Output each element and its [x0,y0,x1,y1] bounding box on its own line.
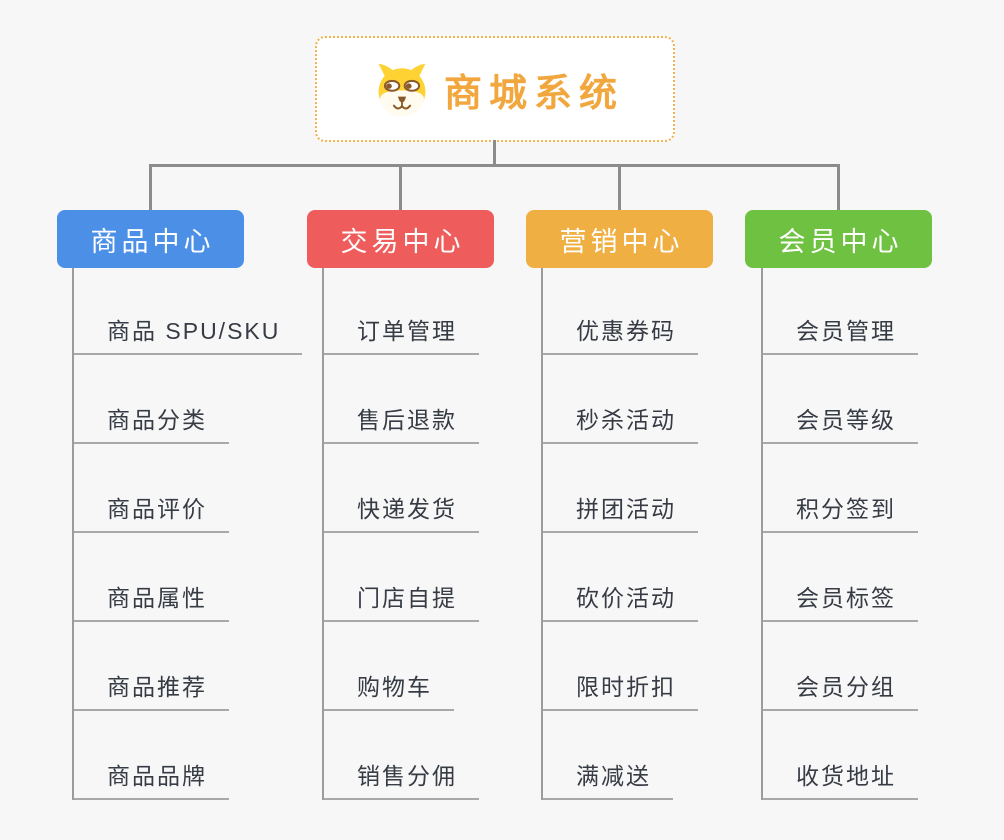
leaf-label: 砍价活动 [543,579,698,622]
dog-mascot-icon [378,63,426,116]
leaf-topic[interactable]: 购物车 [324,622,479,711]
leaf-topic[interactable]: 会员等级 [763,355,918,444]
leaf-label: 秒杀活动 [543,401,698,444]
connector-drop-marketing [618,166,621,212]
leaf-label: 快递发货 [324,490,479,533]
leaf-label: 商品属性 [74,579,229,622]
leaf-label: 商品评价 [74,490,229,533]
leaf-topic[interactable]: 商品评价 [74,444,302,533]
branch-label: 会员中心 [778,226,903,257]
branch-label: 交易中心 [340,226,465,257]
leaf-column-member-center: 会员管理 会员等级 积分签到 会员标签 会员分组 收货地址 [761,268,918,800]
branch-node-product-center[interactable]: 商品中心 [57,210,244,268]
connector-drop-trade [399,166,402,212]
leaf-topic[interactable]: 积分签到 [763,444,918,533]
leaf-topic[interactable]: 秒杀活动 [543,355,698,444]
leaf-label: 收货地址 [763,757,918,800]
leaf-topic[interactable]: 拼团活动 [543,444,698,533]
root-topic-label: 商城系统 [443,72,624,115]
leaf-label: 商品品牌 [74,757,229,800]
leaf-label: 会员分组 [763,668,918,711]
connector-root-drop [493,140,496,166]
leaf-topic[interactable]: 快递发货 [324,444,479,533]
leaf-label: 拼团活动 [543,490,698,533]
branch-node-marketing-center[interactable]: 营销中心 [526,210,713,268]
leaf-label: 会员标签 [763,579,918,622]
leaf-topic[interactable]: 售后退款 [324,355,479,444]
leaf-topic[interactable]: 会员管理 [763,268,918,355]
leaf-topic[interactable]: 砍价活动 [543,533,698,622]
leaf-label: 门店自提 [324,579,479,622]
leaf-topic[interactable]: 商品 SPU/SKU [74,268,303,355]
leaf-label: 销售分佣 [324,757,479,800]
connector-drop-members [837,166,840,212]
leaf-column-product-center: 商品 SPU/SKU 商品分类 商品评价 商品属性 商品推荐 商品品牌 [72,268,303,800]
leaf-label: 会员等级 [763,401,918,444]
leaf-topic[interactable]: 门店自提 [324,533,479,622]
branch-node-member-center[interactable]: 会员中心 [745,210,932,268]
leaf-topic[interactable]: 优惠券码 [543,268,698,355]
leaf-label: 限时折扣 [543,668,698,711]
leaf-label: 商品推荐 [74,668,229,711]
connector-bus [149,164,840,167]
leaf-label: 优惠券码 [543,312,698,355]
leaf-label: 满减送 [543,757,673,800]
leaf-label: 积分签到 [763,490,918,533]
leaf-topic[interactable]: 满减送 [543,711,698,800]
leaf-label: 会员管理 [763,312,918,355]
connector-drop-products [149,166,152,212]
leaf-column-trade-center: 订单管理 售后退款 快递发货 门店自提 购物车 销售分佣 [322,268,479,800]
leaf-label: 购物车 [324,668,454,711]
leaf-label: 商品 SPU/SKU [74,312,303,355]
root-topic[interactable]: 商城系统 [315,36,675,142]
branch-label: 营销中心 [559,226,684,257]
branch-node-trade-center[interactable]: 交易中心 [307,210,494,268]
leaf-column-marketing-center: 优惠券码 秒杀活动 拼团活动 砍价活动 限时折扣 满减送 [541,268,698,800]
leaf-label: 售后退款 [324,401,479,444]
leaf-topic[interactable]: 会员分组 [763,622,918,711]
leaf-topic[interactable]: 订单管理 [324,268,479,355]
leaf-topic[interactable]: 销售分佣 [324,711,479,800]
leaf-topic[interactable]: 商品分类 [74,355,302,444]
branch-label: 商品中心 [90,226,215,257]
leaf-topic[interactable]: 商品推荐 [74,622,302,711]
leaf-topic[interactable]: 收货地址 [763,711,918,800]
leaf-topic[interactable]: 限时折扣 [543,622,698,711]
leaf-topic[interactable]: 会员标签 [763,533,918,622]
leaf-topic[interactable]: 商品品牌 [74,711,302,800]
leaf-topic[interactable]: 商品属性 [74,533,302,622]
leaf-label: 订单管理 [324,312,479,355]
leaf-label: 商品分类 [74,401,229,444]
